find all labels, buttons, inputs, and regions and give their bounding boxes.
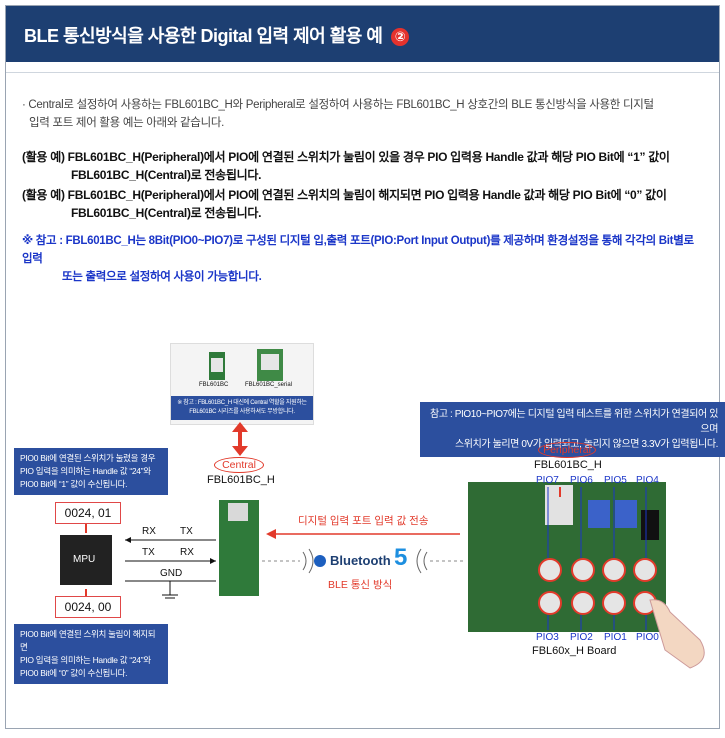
section-title-text: BLE 통신방식을 사용한 Digital 입력 제어 활용 예 <box>24 26 383 46</box>
intro-text: · Central로 설정하여 사용하는 FBL601BC_H와 Periphe… <box>22 96 702 132</box>
module-card-caption: ※ 참고 : FBL601BC_H 대신에 Central 역할을 지원하는 F… <box>171 396 313 420</box>
pin-label-pio1: PIO1 <box>604 632 627 643</box>
board-trimmer-1 <box>588 500 610 528</box>
board-name: FBL60x_H Board <box>532 645 617 657</box>
fbl601bc-serial-label: FBL601BC_serial <box>245 382 293 388</box>
module-tx-label: TX <box>180 526 193 537</box>
content-frame: BLE 통신방식을 사용한 Digital 입력 제어 활용 예 ② <box>5 5 720 729</box>
module-card-caption-1: ※ 참고 : FBL601BC_H 대신에 Central 역할을 지원하는 <box>177 400 307 406</box>
example-2-line-1: (활용 예) FBL601BC_H(Peripheral)에서 PIO에 연결된… <box>22 188 667 202</box>
intro-line-2: 입력 포트 제어 활용 예는 아래와 같습니다. <box>29 117 225 129</box>
board-header-connector <box>641 510 659 540</box>
central-module-shield <box>228 503 248 521</box>
bluetooth-version: 5 <box>394 544 408 571</box>
gnd-label: GND <box>160 568 183 579</box>
msg-bottom-line-3: PIO0 Bit에 “0” 값이 수신됩니다. <box>20 668 128 678</box>
switch-pio3 <box>538 591 562 615</box>
example-1: (활용 예) FBL601BC_H(Peripheral)에서 PIO에 연결된… <box>22 148 712 184</box>
ref-line-1: 참고 : PIO10~PIO7에는 디지털 입력 테스트를 위한 스위치가 연결… <box>430 409 718 435</box>
wave-left-icon <box>302 548 314 574</box>
module-photos <box>209 349 283 381</box>
divider <box>6 72 719 73</box>
mpu-rx-label: RX <box>142 526 156 537</box>
module-card: FBL601BC FBL601BC_serial ※ 참고 : FBL601BC… <box>170 343 314 425</box>
fbl601bc-shield <box>211 358 223 372</box>
rx-arrow <box>125 537 131 543</box>
peripheral-name: FBL601BC_H <box>534 459 602 471</box>
switch-pio6 <box>571 558 595 582</box>
link-arrow-down <box>232 446 248 456</box>
mpu-tx-label: TX <box>142 547 155 558</box>
switch-pio2 <box>571 591 595 615</box>
section-number-badge: ② <box>390 28 409 47</box>
example-1-line-2: FBL601BC_H(Central)로 전송됩니다. <box>71 168 262 182</box>
value-bottom: 0024, 00 <box>55 596 121 618</box>
pin-label-pio7: PIO7 <box>536 475 559 486</box>
bluetooth-icon <box>314 555 326 567</box>
example-2-line-2: FBL601BC_H(Central)로 전송됩니다. <box>71 206 262 220</box>
mpu-chip <box>60 535 112 585</box>
board-switches <box>538 558 657 615</box>
msg-top-line-1: PIO0 Bit에 연결된 스위치가 눌렸을 경우 <box>20 453 156 463</box>
msg-top-box: PIO0 Bit에 연결된 스위치가 눌렸을 경우 PIO 입력을 의미하는 H… <box>14 448 168 495</box>
ble-label: BLE 통신 방식 <box>328 579 393 591</box>
msg-top-line-3: PIO0 Bit에 “1” 값이 수신됩니다. <box>20 479 128 489</box>
module-rx-label: RX <box>180 547 194 558</box>
pin-label-pio0: PIO0 <box>636 632 659 643</box>
switch-pio5 <box>602 558 626 582</box>
mpu-label: MPU <box>73 554 96 565</box>
board-trimmer-2 <box>615 500 637 528</box>
fbl601bc-serial-shield <box>261 354 279 370</box>
msg-bottom-line-2: PIO 입력을 의미하는 Handle 값 “24”와 <box>20 655 151 665</box>
pin-label-pio4: PIO4 <box>636 475 659 486</box>
central-role-badge: Central <box>214 457 264 473</box>
wave-right-icon <box>416 548 428 574</box>
pin-label-pio5: PIO5 <box>604 475 627 486</box>
msg-bottom-line-1: PIO0 Bit에 연결된 스위치 눌림이 해지되면 <box>20 629 156 652</box>
peripheral-role-badge: Peripheral <box>538 442 596 458</box>
finger-illustration <box>649 599 705 669</box>
fbl601bc-label: FBL601BC <box>199 382 229 388</box>
pin-leaders <box>547 487 647 630</box>
section-header: BLE 통신방식을 사용한 Digital 입력 제어 활용 예 ② <box>6 6 719 62</box>
note-text: ※ 참고 : FBL601BC_H는 8Bit(PIO0~PIO7)로 구성된 … <box>22 232 702 286</box>
msg-bottom-box: PIO0 Bit에 연결된 스위치 눌림이 해지되면 PIO 입력을 의미하는 … <box>14 624 168 684</box>
module-card-caption-2: FBL601BC 시리즈를 사용하셔도 무방합니다. <box>189 409 295 415</box>
msg-top-line-2: PIO 입력을 의미하는 Handle 값 “24”와 <box>20 466 151 476</box>
pin-label-pio6: PIO6 <box>570 475 593 486</box>
example-2: (활용 예) FBL601BC_H(Peripheral)에서 PIO에 연결된… <box>22 186 712 222</box>
note-line-2: 또는 출력으로 설정하여 사용이 가능합니다. <box>62 271 262 283</box>
switch-pio4 <box>633 558 657 582</box>
note-line-1: ※ 참고 : FBL601BC_H는 8Bit(PIO0~PIO7)로 구성된 … <box>22 235 694 265</box>
switch-pio7 <box>538 558 562 582</box>
tx-arrow <box>210 558 216 564</box>
switch-pio1 <box>602 591 626 615</box>
bluetooth-wordmark: Bluetooth <box>330 553 391 568</box>
transfer-label: 디지털 입력 포트 입력 값 전송 <box>298 515 429 527</box>
central-name: FBL601BC_H <box>207 474 275 486</box>
section-title: BLE 통신방식을 사용한 Digital 입력 제어 활용 예 ② <box>24 22 409 48</box>
pin-label-pio3: PIO3 <box>536 632 559 643</box>
value-top: 0024, 01 <box>55 502 121 524</box>
pin-label-pio2: PIO2 <box>570 632 593 643</box>
link-arrow-up <box>232 422 248 432</box>
example-1-line-1: (활용 예) FBL601BC_H(Peripheral)에서 PIO에 연결된… <box>22 150 670 164</box>
transfer-arrow-head <box>266 529 276 539</box>
intro-line-1: · Central로 설정하여 사용하는 FBL601BC_H와 Periphe… <box>22 99 654 111</box>
